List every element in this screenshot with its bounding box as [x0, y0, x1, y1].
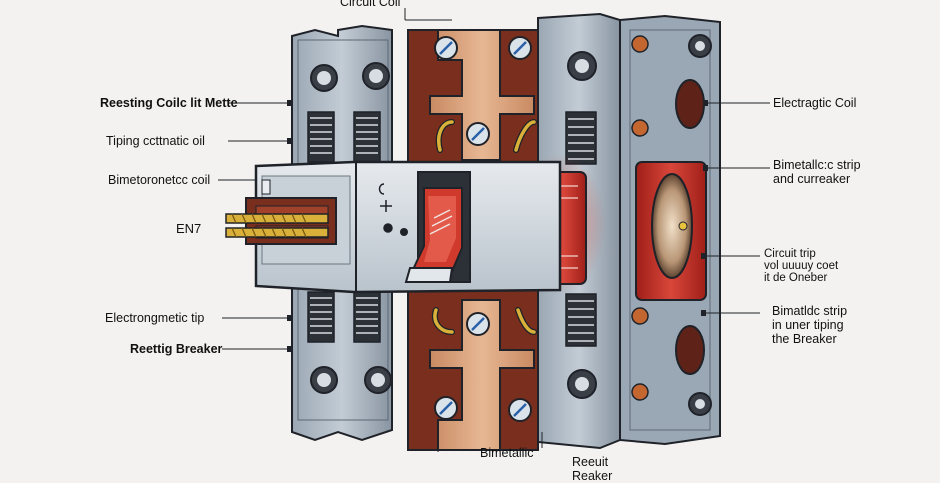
- bimetallic-block: [635, 161, 707, 301]
- label-tripping-coil: Tiping ccttnatic oil: [106, 134, 205, 148]
- label-bimetallic: Bimetallic: [480, 446, 534, 460]
- trip-indicator-icon: [378, 183, 393, 233]
- label-bimetallic-strip-curreaker: Bimetallc:c strip and curreaker: [773, 158, 861, 186]
- label-electromagnetic-trip: Electrongmetic tip: [105, 311, 205, 325]
- arc-chute-lower: [307, 291, 381, 343]
- terminal-assembly: [225, 197, 337, 245]
- breaker-diagram: [218, 8, 770, 452]
- label-resetting-breaker: Reettig Breaker: [130, 342, 223, 356]
- label-circuit-trip: Circuit trip vol uuuuy coet it de Oneber: [764, 248, 839, 284]
- label-en7: EN7: [176, 221, 202, 236]
- label-reset-breaker: Reeuit Reaker: [572, 455, 613, 483]
- label-bimetallic-strip-tripping: Bimatldc strip in uner tiping the Breake…: [772, 304, 848, 346]
- trip-disc: [651, 173, 693, 279]
- arc-chute-upper: [307, 111, 381, 163]
- label-electromagnetic-coil: Electragtic Coil: [773, 96, 857, 110]
- label-resetting-coil: Reesting Coilc lit Mette: [100, 96, 238, 110]
- leader-lines: [218, 8, 770, 452]
- label-bimetallic-coil: Bimetoronetcc coil: [108, 173, 211, 187]
- terminal-screws: [434, 36, 532, 422]
- label-circuit-coil: Circuit Coil: [340, 0, 401, 9]
- leader-markers: [287, 100, 708, 352]
- right-housing: [619, 14, 721, 446]
- brass-wires: [432, 119, 537, 335]
